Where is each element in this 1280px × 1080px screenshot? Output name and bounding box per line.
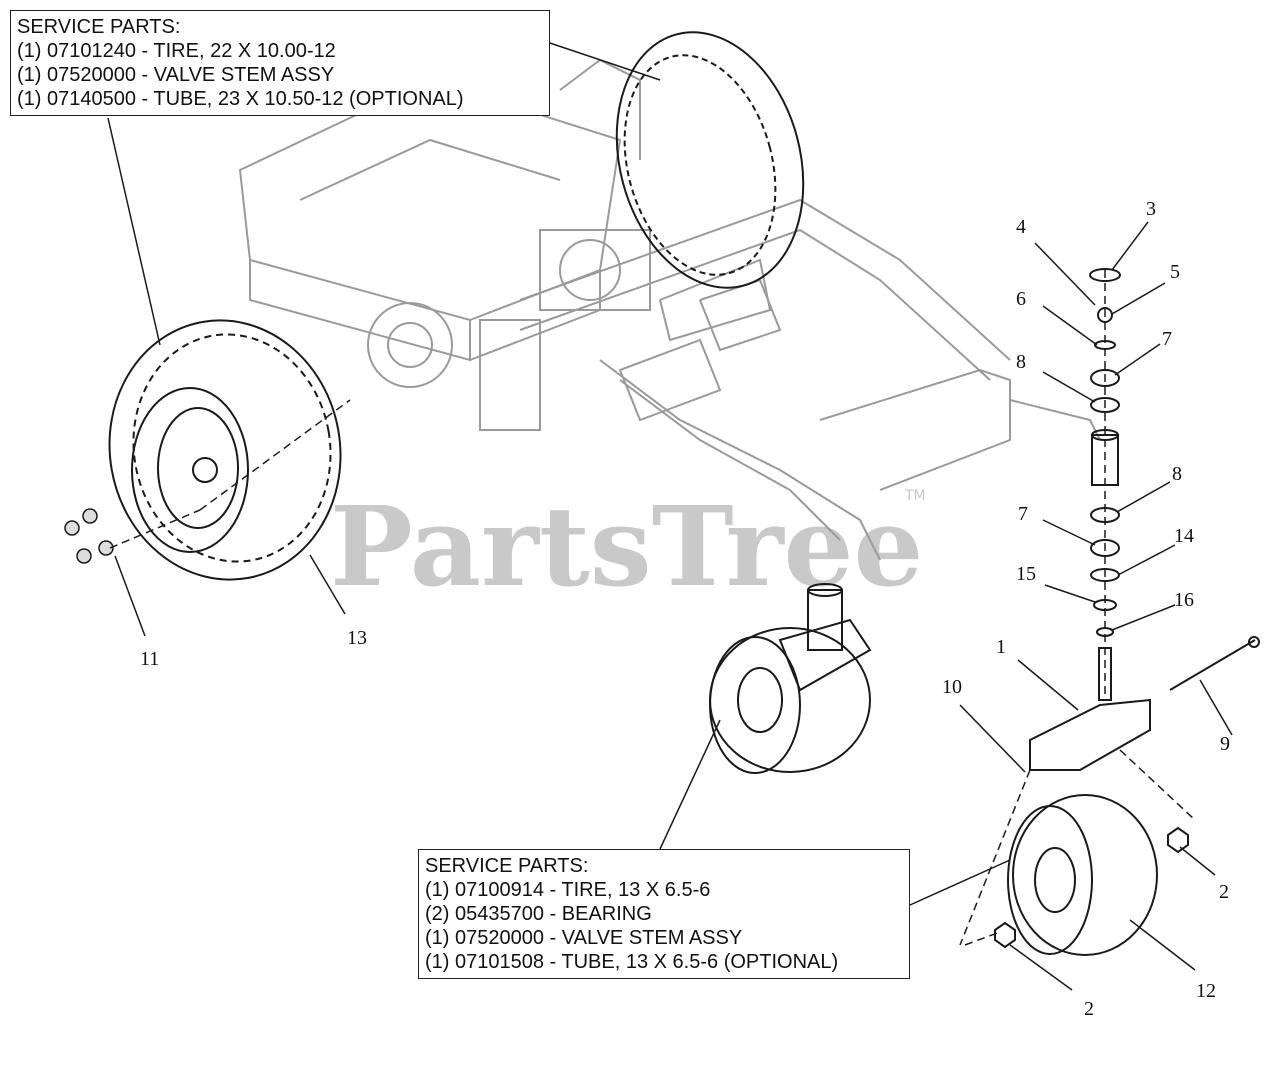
rear-tire-right <box>615 31 805 289</box>
leader-lines <box>107 39 1233 991</box>
label-13: 13 <box>347 627 367 649</box>
service-parts-callout-rear-tire: SERVICE PARTS: (1) 07101240 - TIRE, 22 X… <box>10 10 550 116</box>
callout-line: (1) 07101240 - TIRE, 22 X 10.00-12 <box>17 40 336 62</box>
watermark-trademark: TM <box>904 488 926 504</box>
part-2-spacer-right <box>1167 826 1189 854</box>
label-4: 4 <box>1016 216 1026 238</box>
label-7-lower: 7 <box>1018 503 1028 525</box>
label-1: 1 <box>996 636 1006 658</box>
callout-title: SERVICE PARTS: <box>425 855 589 877</box>
label-7-upper: 7 <box>1162 328 1172 350</box>
part-8-race-upper <box>1090 397 1120 413</box>
label-8-upper: 8 <box>1016 351 1026 373</box>
front-caster-assembled <box>709 583 872 774</box>
mower-chassis-frame <box>238 58 1101 561</box>
assembly-centerlines <box>109 270 1196 946</box>
callout-line: (1) 07520000 - VALVE STEM ASSY <box>17 64 335 86</box>
label-16: 16 <box>1174 589 1194 611</box>
part-number-labels: 3 4 5 6 7 8 8 7 14 15 16 1 10 9 11 13 2 … <box>140 198 1230 1020</box>
label-6: 6 <box>1016 288 1026 310</box>
label-2-right: 2 <box>1219 881 1229 903</box>
label-14: 14 <box>1174 525 1194 547</box>
label-12: 12 <box>1196 980 1216 1002</box>
part-2-spacer-left <box>994 921 1016 949</box>
label-3: 3 <box>1146 198 1156 220</box>
callout-line: (1) 07100914 - TIRE, 13 X 6.5-6 <box>425 879 711 901</box>
part-12-caster-wheel <box>1012 794 1158 956</box>
label-9: 9 <box>1220 733 1230 755</box>
callout-line: (1) 07520000 - VALVE STEM ASSY <box>425 927 743 949</box>
label-8-lower: 8 <box>1172 463 1182 485</box>
part-1-caster-fork <box>1029 698 1151 771</box>
callout-line: (1) 07140500 - TUBE, 23 X 10.50-12 (OPTI… <box>17 88 464 110</box>
callout-title: SERVICE PARTS: <box>17 16 181 38</box>
part-3-cap <box>1089 268 1121 282</box>
caster-exploded-parts <box>994 268 1260 956</box>
lug-nuts <box>64 508 114 564</box>
rear-tire-left <box>108 319 342 581</box>
label-11: 11 <box>140 648 159 670</box>
callout-line: (2) 05435700 - BEARING <box>425 903 652 925</box>
watermark: PartsTree <box>330 482 924 611</box>
label-10: 10 <box>942 676 962 698</box>
service-parts-callout-caster-tire: SERVICE PARTS: (1) 07100914 - TIRE, 13 X… <box>418 849 910 979</box>
callout-line: (1) 07101508 - TUBE, 13 X 6.5-6 (OPTIONA… <box>425 951 839 973</box>
label-15: 15 <box>1016 563 1036 585</box>
part-9-bolt <box>1169 639 1256 691</box>
part-7-bearing-upper <box>1090 369 1120 387</box>
label-5: 5 <box>1170 261 1180 283</box>
label-2-left: 2 <box>1084 998 1094 1020</box>
